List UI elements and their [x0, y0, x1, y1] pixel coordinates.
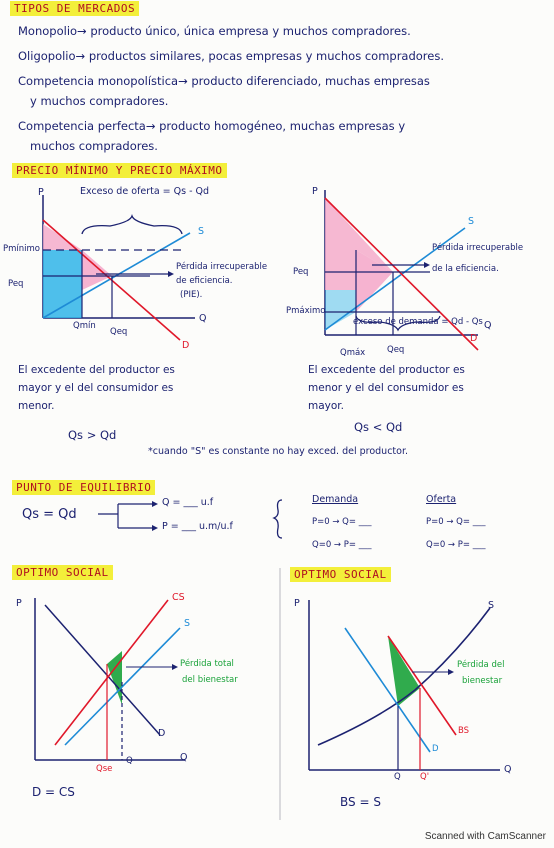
ceiling-dwl-note-2: de la eficiencia.: [432, 264, 499, 274]
equilibrium-base: Qs = Qd: [22, 507, 77, 522]
ceiling-p-axis: P: [312, 186, 318, 197]
social-right-note-1: Pérdida del: [457, 660, 505, 670]
social-right-q-axis: Q: [504, 764, 512, 775]
floor-p-axis: P: [38, 187, 44, 198]
ceiling-peq-label: Peq: [293, 267, 309, 277]
floor-conclusion-1: El excedente del productor es: [18, 364, 175, 376]
social-left-note-1: Pérdida total: [180, 659, 234, 669]
floor-q-axis: Q: [199, 313, 207, 324]
demand-row-2: Q=0 → P= ___: [312, 540, 372, 550]
social-left-qse-label: Qse: [96, 764, 113, 774]
ceiling-q-axis: Q: [484, 320, 492, 331]
floor-heading: Exceso de oferta = Qs - Qd: [80, 186, 210, 197]
market-monopolistic-cont: y muchos compradores.: [30, 94, 169, 108]
social-left-d-label: D: [158, 728, 166, 739]
social-right-bs-label: BS: [458, 726, 470, 736]
markets-title: TIPOS DE MERCADOS: [10, 1, 140, 16]
equilibrium-branch-q: Q = ___ u.f: [162, 497, 214, 508]
social-right-note-2: bienestar: [462, 676, 503, 686]
note-constant: *cuando "S" es constante no hay exced. d…: [148, 446, 409, 457]
social-left-title: OPTIMO SOCIAL: [12, 565, 113, 580]
social-left-cs-label: CS: [172, 592, 185, 603]
ceiling-qeq-label: Qeq: [387, 345, 405, 355]
social-left-q-axis: Q: [180, 752, 188, 763]
ceiling-d-label: D: [470, 333, 478, 344]
demand-head: Demanda: [312, 494, 359, 505]
supply-row-2: Q=0 → P= ___: [426, 540, 486, 550]
supply-row-1: P=0 → Q= ___: [426, 517, 486, 527]
floor-qmin-label: Qmín: [73, 321, 96, 331]
floor-conclusion-3: menor.: [18, 400, 55, 412]
market-monopolistic: Competencia monopolística→ producto dife…: [18, 74, 430, 88]
prices-title: PRECIO MÍNIMO Y PRECIO MÁXIMO: [12, 163, 227, 178]
market-oligopoly: Oligopolio→ productos similares, pocas e…: [18, 49, 445, 63]
social-left-q-label: Q: [126, 756, 133, 766]
supply-head: Oferta: [426, 494, 457, 505]
social-left-s-label: S: [184, 618, 191, 629]
demand-row-1: P=0 → Q= ___: [312, 517, 372, 527]
ceiling-conclusion-1: El excedente del productor es: [308, 364, 465, 376]
floor-peq-label: Peq: [8, 279, 24, 289]
ceiling-relation: Qs < Qd: [354, 420, 403, 434]
floor-d-label: D: [182, 340, 190, 351]
floor-qeq-label: Qeq: [110, 327, 128, 337]
social-right-s-label: S: [488, 600, 495, 611]
floor-dwl-note-3: (PIE).: [180, 290, 203, 300]
floor-dwl-note-2: de eficiencia.: [176, 276, 233, 286]
floor-pmin-label: Pmínimo: [3, 244, 40, 254]
ceiling-qmax-label: Qmáx: [340, 348, 366, 358]
ceiling-s-label: S: [468, 216, 475, 227]
floor-dwl-note-1: Pérdida irrecuperable: [176, 262, 268, 272]
floor-relation: Qs > Qd: [68, 428, 117, 442]
social-right-p-axis: P: [294, 598, 300, 609]
ceiling-conclusion-3: mayor.: [308, 400, 344, 412]
social-right-q-label: Q: [394, 772, 401, 782]
market-perfect: Competencia perfecta→ producto homogéneo…: [18, 119, 406, 133]
social-left-formula: D = CS: [32, 785, 75, 799]
social-right-d-label: D: [432, 744, 439, 754]
scanner-footer: Scanned with CamScanner: [424, 831, 546, 842]
social-left-p-axis: P: [16, 598, 22, 609]
equilibrium-title: PUNTO DE EQUILIBRIO: [12, 480, 156, 495]
ceiling-excess-label: exceso de demanda = Qd - Qs: [353, 317, 483, 327]
ceiling-dwl-note-1: Pérdida irrecuperable: [432, 243, 524, 253]
ceiling-conclusion-2: menor y el del consumidor es: [308, 382, 464, 394]
social-right-qprime-label: Q': [420, 772, 430, 782]
market-perfect-cont: muchos compradores.: [30, 139, 158, 153]
equilibrium-branch-p: P = ___ u.m/u.f: [162, 521, 233, 532]
ceiling-pmax-label: Pmáximo: [286, 306, 326, 316]
social-right-title: OPTIMO SOCIAL: [290, 567, 391, 582]
social-left-note-2: del bienestar: [182, 675, 238, 685]
social-right-formula: BS = S: [340, 795, 381, 809]
market-monopoly: Monopolio→ producto único, única empresa…: [18, 24, 411, 38]
floor-conclusion-2: mayor y el del consumidor es: [18, 382, 174, 394]
floor-s-label: S: [198, 226, 205, 237]
